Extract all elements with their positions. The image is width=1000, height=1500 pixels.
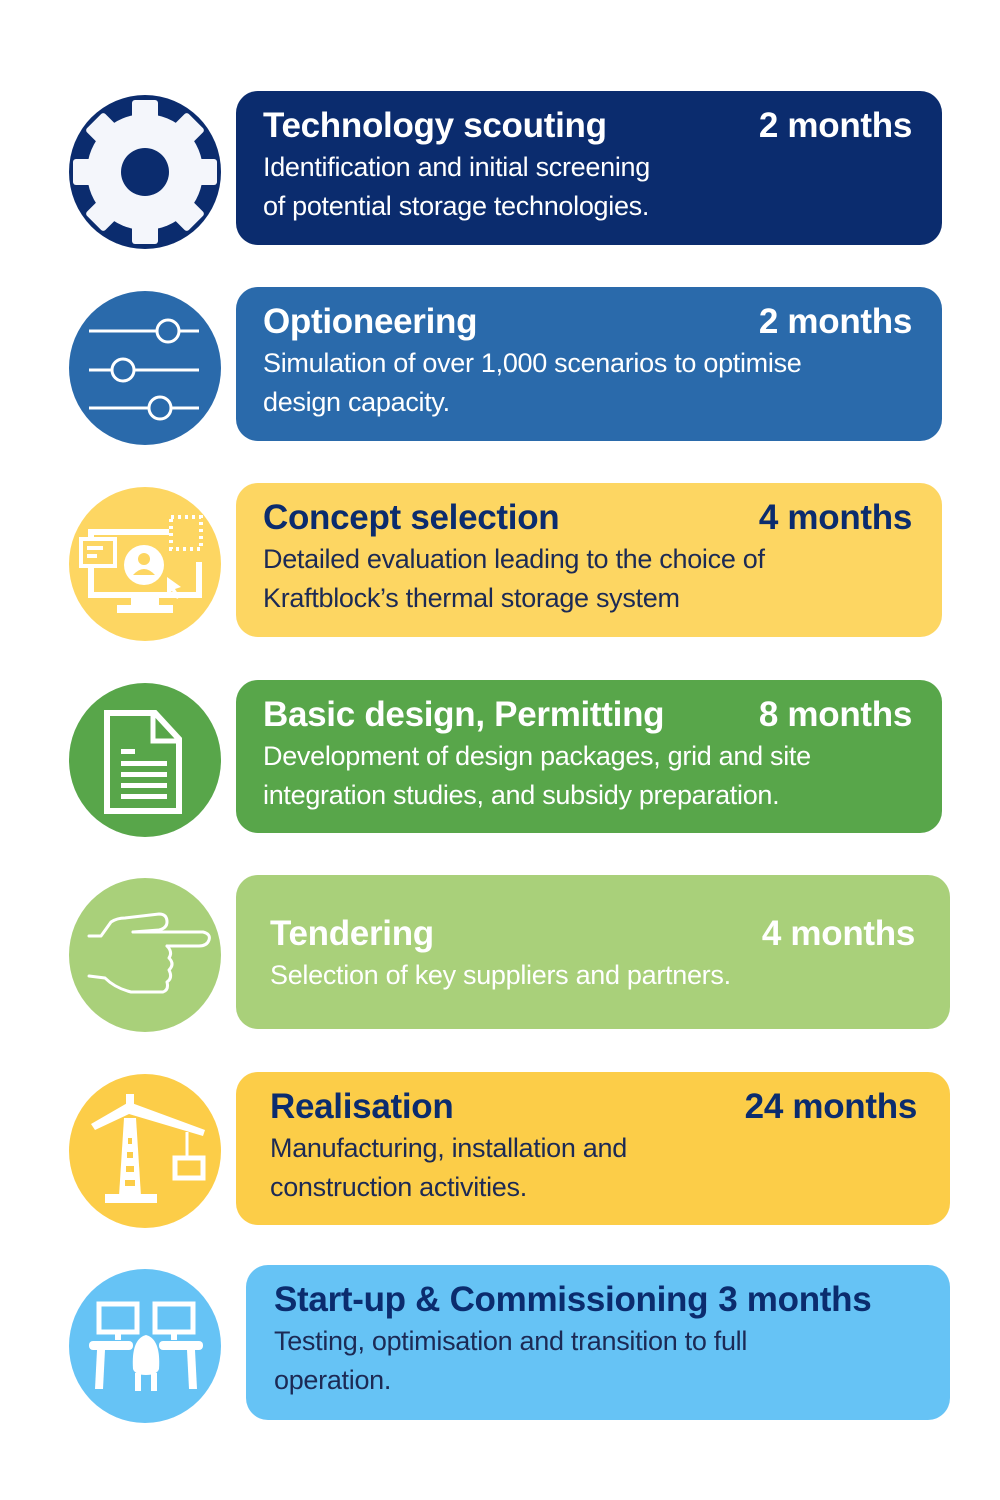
phase-title: Basic design, Permitting	[263, 695, 665, 734]
phase-description: Simulation of over 1,000 scenarios to op…	[263, 348, 802, 417]
phase-duration: 2 months	[758, 106, 912, 145]
phase-title: Optioneering	[263, 302, 478, 341]
document-icon	[104, 710, 182, 814]
phase-card-technology-scouting: Technology scouting 2 months Identificat…	[236, 91, 942, 245]
phase-description: Detailed evaluation leading to the choic…	[263, 544, 765, 613]
phase-7-icon-circle	[69, 1269, 221, 1423]
phase-duration: 4 months	[761, 914, 915, 953]
phase-duration: 3 months	[718, 1280, 872, 1319]
phase-5-icon-circle	[69, 878, 221, 1032]
phase-1-icon-circle	[69, 95, 221, 249]
monitor-user-selection-icon	[79, 515, 203, 613]
phase-duration: 8 months	[758, 695, 912, 734]
phase-card-realisation: Realisation 24 months Manufacturing, ins…	[236, 1072, 950, 1225]
phase-description: Development of design packages, grid and…	[263, 741, 811, 810]
phase-6-icon-circle	[69, 1074, 221, 1228]
phase-description: Manufacturing, installation and construc…	[270, 1133, 627, 1202]
phase-title: Technology scouting	[263, 106, 607, 145]
sliders-icon	[89, 318, 199, 421]
crane-icon	[91, 1094, 206, 1203]
phase-card-basic-design-permitting: Basic design, Permitting 8 months Develo…	[236, 680, 942, 833]
phase-4-icon-circle	[69, 683, 221, 837]
phase-title: Tendering	[270, 914, 434, 953]
phase-description: Selection of key suppliers and partners.	[270, 960, 731, 990]
phase-description: Testing, optimisation and transition to …	[274, 1326, 748, 1395]
phase-duration: 2 months	[758, 302, 912, 341]
phase-title: Realisation	[270, 1087, 454, 1126]
phase-card-tendering: Tendering 4 months Selection of key supp…	[236, 875, 950, 1029]
phase-duration: 4 months	[758, 498, 912, 537]
gear-icon	[73, 100, 217, 244]
phase-title: Concept selection	[263, 498, 560, 537]
phase-card-startup-commissioning: Start-up & Commissioning 3 months Testin…	[246, 1265, 950, 1420]
phase-description: Identification and initial screening of …	[263, 152, 650, 221]
phase-title: Start-up & Commissioning	[274, 1280, 709, 1319]
phase-card-optioneering: Optioneering 2 months Simulation of over…	[236, 287, 942, 441]
phase-duration: 24 months	[744, 1087, 918, 1126]
control-room-workstation-icon	[89, 1301, 203, 1391]
phase-3-icon-circle	[69, 487, 221, 641]
phase-2-icon-circle	[69, 291, 221, 445]
pointing-hand-icon	[87, 912, 211, 994]
phase-card-concept-selection: Concept selection 4 months Detailed eval…	[236, 483, 942, 637]
